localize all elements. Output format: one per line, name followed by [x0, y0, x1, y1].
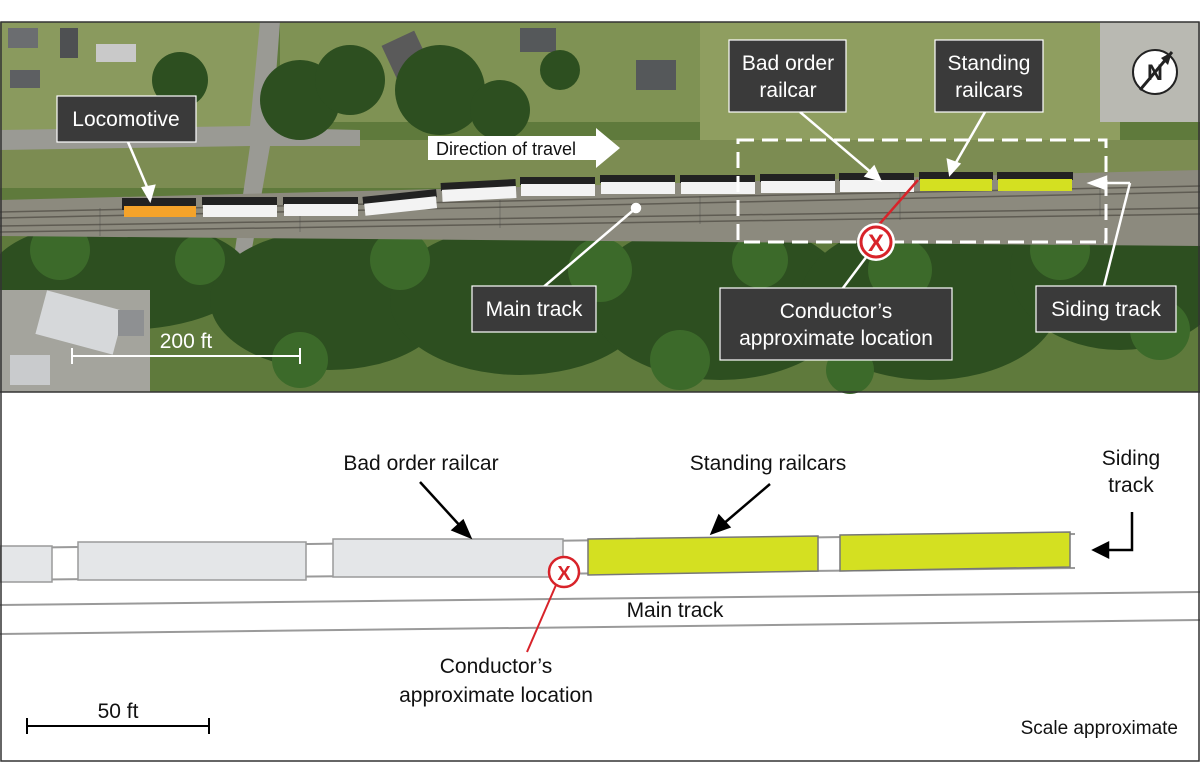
bad-order-pointer: [419, 481, 463, 529]
standing-arrowhead: [709, 513, 732, 536]
standing-railcar: [587, 535, 819, 576]
siding-callout: Siding track: [1035, 285, 1177, 333]
schematic-scale-bar: 50 ft: [26, 700, 210, 734]
standing-leader: [952, 111, 987, 167]
aerial-scale-bar: 200 ft: [71, 330, 301, 364]
conductor-leader: [839, 251, 871, 293]
standing-callout: Standing railcars: [934, 39, 1044, 113]
conductor-marker: X: [857, 223, 895, 261]
bad-order-arrowhead: [863, 164, 883, 182]
figure-border: [0, 21, 1200, 762]
rail-lines: [0, 185, 1200, 233]
bad-order-callout: Bad order railcar: [728, 39, 847, 113]
building: [96, 44, 136, 62]
label-box: [56, 95, 197, 143]
building: [10, 70, 40, 88]
marker-outline: [859, 225, 893, 259]
aerial-scale-label: 200 ft: [160, 330, 213, 353]
marker-x-icon: X: [557, 563, 571, 585]
aerial-panel: X Direction of travel Locomotive Bad ord…: [0, 22, 1200, 394]
conductor-callout: Conductor’s approximate location: [719, 287, 953, 361]
standing-label-line2: railcars: [955, 79, 1023, 102]
siding-label-line2: track: [1108, 474, 1154, 497]
conductor-red-leader: [526, 584, 557, 653]
building: [10, 355, 50, 385]
leader-lines: [126, 111, 1132, 291]
train-consist: [122, 172, 1073, 217]
building: [118, 310, 144, 336]
conductor-label-line2: approximate location: [739, 327, 933, 350]
siding-arrowhead: [1091, 540, 1110, 560]
locomotive-label: Locomotive: [72, 108, 179, 131]
locomotive: [124, 206, 196, 217]
railcar: [362, 189, 438, 216]
marker-x-icon: X: [868, 230, 884, 257]
standing-railcar: [839, 531, 1071, 572]
label-box: [934, 39, 1044, 113]
bad-order-label-line2: railcar: [759, 79, 816, 102]
locomotive-callout: Locomotive: [56, 95, 197, 143]
standing-arrowhead: [946, 158, 962, 177]
schematic-panel: X Bad order railcar Standing railcars Si…: [0, 447, 1200, 739]
standing-railcar: [997, 172, 1073, 191]
siding-track-label: Siding track: [1051, 298, 1161, 321]
main-track-label: Main track: [627, 599, 724, 622]
locomotive-leader: [126, 141, 152, 195]
direction-arrow-shape: [428, 128, 620, 168]
direction-of-travel-label: Direction of travel: [436, 139, 576, 159]
main-track-label: Main track: [486, 298, 583, 321]
main-track-rail: [0, 591, 1200, 606]
scale-approximate-note: Scale approximate: [1021, 718, 1178, 739]
schematic-scale-label: 50 ft: [98, 700, 139, 723]
siding-label-line1: Siding: [1102, 447, 1160, 470]
direction-of-travel-arrow: Direction of travel: [428, 128, 620, 168]
railcar: [283, 197, 358, 216]
conductor-label-line1: Conductor’s: [780, 300, 892, 323]
label-box: [728, 39, 847, 113]
bad-order-arrowhead: [450, 518, 473, 540]
bad-order-label-line1: Bad order: [742, 52, 834, 75]
building: [8, 28, 38, 48]
building: [636, 60, 676, 90]
railcar: [680, 175, 755, 194]
siding-pointer: [1106, 512, 1134, 552]
building: [60, 28, 78, 58]
railcar: [520, 177, 595, 196]
siding-leader: [1101, 182, 1132, 291]
locomotive-arrowhead: [141, 184, 156, 204]
compass-n-label: N: [1147, 60, 1163, 85]
building: [520, 28, 556, 52]
railcar: [440, 179, 517, 202]
bad-order-label: Bad order railcar: [343, 452, 498, 475]
standing-railcar: [919, 172, 993, 191]
main-track-rail: [0, 619, 1200, 635]
dashed-highlight-box: [736, 138, 1108, 244]
railcar: [77, 541, 307, 581]
label-box: [719, 287, 953, 361]
marker-outline: [547, 555, 581, 589]
label-box: [471, 285, 597, 333]
conductor-label-line1: Conductor’s: [440, 655, 552, 678]
bad-order-leader: [799, 111, 874, 175]
standing-pointer: [721, 483, 771, 526]
conductor-red-leader: [875, 179, 919, 229]
railcar: [202, 197, 277, 217]
schematic-leaders: [419, 481, 1134, 560]
conductor-label-line2: approximate location: [399, 684, 593, 707]
railcar: [760, 174, 835, 193]
railcar: [0, 545, 53, 583]
standing-railcars-label: Standing railcars: [690, 452, 846, 475]
north-arrow-icon: N: [1132, 49, 1178, 95]
conductor-marker: X: [547, 555, 581, 589]
main-track-callout: Main track: [471, 285, 597, 333]
main-track-dot: [630, 202, 642, 214]
standing-label-line1: Standing: [948, 52, 1031, 75]
railcar: [600, 175, 675, 194]
label-box: [1035, 285, 1177, 333]
building: [35, 290, 125, 355]
bad-order-railcar: [332, 538, 564, 578]
main-track-leader: [539, 207, 637, 291]
